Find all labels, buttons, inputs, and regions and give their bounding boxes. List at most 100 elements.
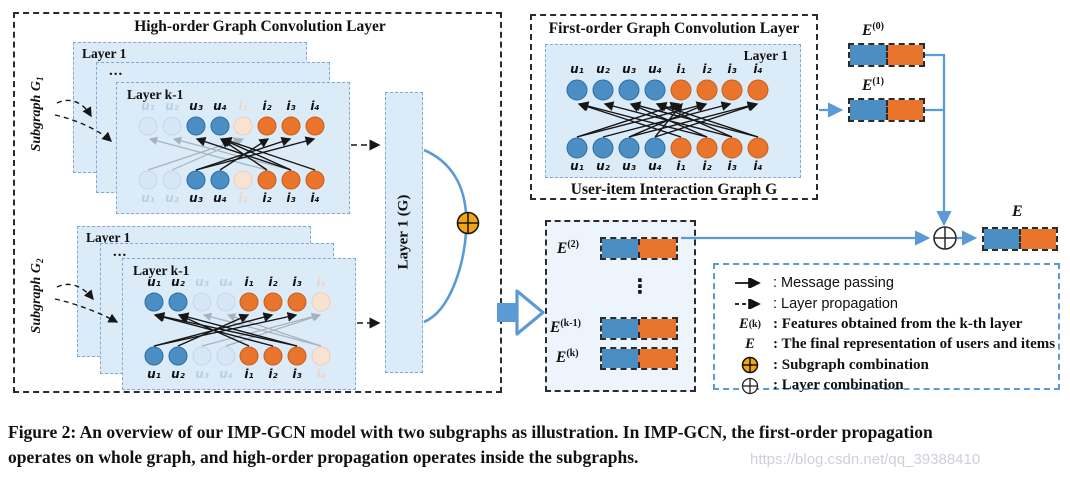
e0-label: E(0) <box>862 21 885 39</box>
legend-row-e: E : The final representation of users an… <box>727 335 1058 356</box>
g2-layer1-label: Layer 1 <box>86 230 131 245</box>
svg-text:i₃: i₃ <box>292 367 302 381</box>
svg-text:i₄: i₄ <box>753 159 762 173</box>
final-e-label: E <box>1012 203 1023 220</box>
e2-user-segment <box>602 239 638 258</box>
g1-stack-dots: ... <box>109 63 124 79</box>
ek-symbol: E(k) <box>739 315 761 332</box>
legend-row-subgraph-combination: : Subgraph combination <box>727 355 1058 376</box>
final-e-user-segment <box>984 229 1019 249</box>
first-order-graph: u₁ u₂ u₃ u₄ i₁ i₂ i₃ i₄ u₁ u₂ u₃ u₄ i₁ i… <box>566 62 769 173</box>
svg-text:i₂: i₂ <box>262 191 272 205</box>
e0-user-segment <box>850 45 886 65</box>
svg-text:i₄: i₄ <box>316 367 325 381</box>
svg-text:i₄: i₄ <box>310 99 319 113</box>
ekm1-label: E(k-1) <box>550 318 581 336</box>
ekm1-item-segment <box>638 319 676 338</box>
solid-arrow-icon <box>727 278 773 289</box>
ek-user-segment <box>602 349 638 368</box>
legend-row-layer-propagation: : Layer propagation <box>727 294 1058 315</box>
svg-text:u₁: u₁ <box>141 191 155 205</box>
watermark: https://blog.csdn.net/qq_39388410 <box>750 451 981 468</box>
first-order-top-labels: u₁ u₂ u₃ u₄ i₁ i₂ i₃ i₄ <box>570 62 763 76</box>
e0-bar <box>848 43 925 67</box>
e2-item-segment <box>638 239 676 258</box>
final-e-item-segment <box>1019 229 1056 249</box>
final-e-bar <box>982 227 1058 251</box>
legend-row-layer-combination: : Layer combination <box>727 376 1058 397</box>
svg-text:u₄: u₄ <box>648 62 662 76</box>
svg-text:u₃: u₃ <box>195 367 210 381</box>
g1-layerk-panel: Layer k-1 <box>116 82 350 214</box>
svg-text:u₂: u₂ <box>165 99 180 113</box>
layer-combination-symbol <box>933 226 957 250</box>
subgraph-combination-icon <box>727 355 773 375</box>
g1-top-labels: u₁ u₂ u₃ u₄ i₁ i₂ i₃ i₄ <box>141 99 320 113</box>
first-order-title: First-order Graph Convolution Layer <box>548 20 800 37</box>
ekm1-bar <box>600 317 678 340</box>
g1-graph: u₁ u₂ u₃ u₄ i₁ i₂ i₃ i₄ u₁ u₂ u₃ u₄ i₁ i… <box>138 99 325 205</box>
svg-text:i₁: i₁ <box>238 99 247 113</box>
svg-text:i₁: i₁ <box>244 275 253 289</box>
layer-combination-icon <box>727 376 773 396</box>
svg-text:u₃: u₃ <box>189 191 204 205</box>
g1-edges <box>147 136 316 171</box>
first-order-bottom-labels: u₁ u₂ u₃ u₄ i₁ i₂ i₃ i₄ <box>570 159 763 173</box>
e0-to-combiner-line <box>925 53 952 227</box>
e1-user-segment <box>850 100 886 120</box>
svg-text:u₃: u₃ <box>189 99 204 113</box>
svg-text:i₄: i₄ <box>753 62 762 76</box>
svg-text:i₂: i₂ <box>268 275 278 289</box>
e2-label: E(2) <box>557 239 580 257</box>
g1-layerk-label: Layer k-1 <box>127 87 184 102</box>
g2-layerk-label: Layer k-1 <box>133 263 190 278</box>
svg-text:u₂: u₂ <box>171 367 186 381</box>
svg-text:u₁: u₁ <box>147 367 161 381</box>
svg-text:i₃: i₃ <box>727 62 737 76</box>
high-order-section-box <box>13 12 502 393</box>
e-symbol: E <box>745 336 755 353</box>
g2-bottom-nodes <box>144 346 331 366</box>
g2-edges <box>153 312 322 347</box>
first-order-edges <box>576 101 759 138</box>
svg-text:i₄: i₄ <box>316 275 325 289</box>
figure-caption: Figure 2: An overview of our IMP-GCN mod… <box>8 420 1066 470</box>
g2-top-labels: u₁ u₂ u₃ u₄ i₁ i₂ i₃ i₄ <box>147 275 326 289</box>
svg-text:i₂: i₂ <box>262 99 272 113</box>
ek-bar <box>600 347 678 370</box>
layer1-g-box <box>385 92 423 373</box>
legend-row-ek: E(k) : Features obtained from the k-th l… <box>727 314 1058 335</box>
g1-layer1-label: Layer 1 <box>82 46 127 61</box>
g1-top-nodes <box>138 116 325 136</box>
caption-line-1: Figure 2: An overview of our IMP-GCN mod… <box>8 422 933 442</box>
svg-text:i₂: i₂ <box>268 367 278 381</box>
svg-text:u₃: u₃ <box>622 62 637 76</box>
g2-stack-dots: ... <box>113 244 128 260</box>
g1-bottom-nodes <box>138 170 325 190</box>
e1-item-segment <box>885 100 923 120</box>
svg-text:u₂: u₂ <box>165 191 180 205</box>
svg-text:u₄: u₄ <box>219 275 233 289</box>
svg-text:u₃: u₃ <box>195 275 210 289</box>
svg-text:i₃: i₃ <box>292 275 302 289</box>
e1-bar <box>848 98 925 122</box>
high-order-title: High-order Graph Convolution Layer <box>134 18 386 35</box>
svg-text:u₄: u₄ <box>219 367 233 381</box>
first-order-top-nodes <box>566 79 769 101</box>
svg-text:i₁: i₁ <box>676 159 685 173</box>
svg-text:u₄: u₄ <box>213 191 227 205</box>
svg-text:i₂: i₂ <box>702 62 712 76</box>
svg-text:i₃: i₃ <box>286 99 296 113</box>
svg-text:i₁: i₁ <box>244 367 253 381</box>
svg-text:i₃: i₃ <box>727 159 737 173</box>
svg-text:i₄: i₄ <box>310 191 319 205</box>
e2-bar <box>600 237 678 260</box>
g1-bottom-labels: u₁ u₂ u₃ u₄ i₁ i₂ i₃ i₄ <box>141 191 320 205</box>
svg-text:i₁: i₁ <box>676 62 685 76</box>
svg-text:u₁: u₁ <box>147 275 161 289</box>
svg-text:i₁: i₁ <box>238 191 247 205</box>
svg-text:u₄: u₄ <box>213 99 227 113</box>
svg-text:u₁: u₁ <box>570 62 584 76</box>
g2-top-nodes <box>144 292 331 312</box>
svg-text:u₁: u₁ <box>570 159 584 173</box>
